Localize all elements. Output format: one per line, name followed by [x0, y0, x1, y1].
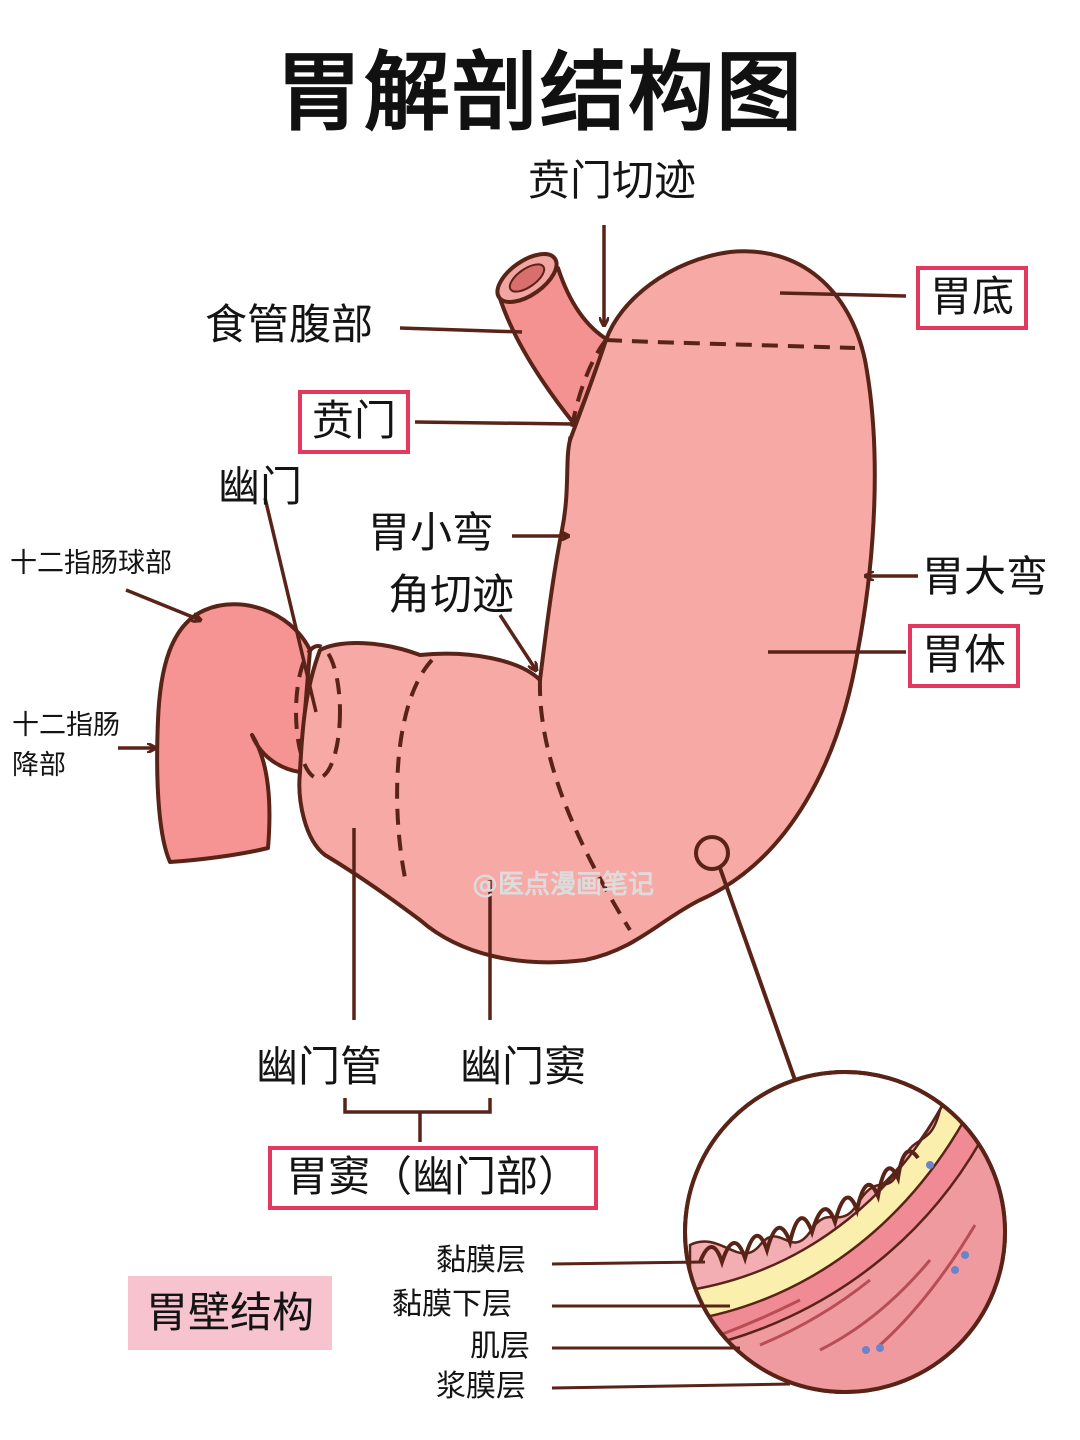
label-greater-curvature: 胃大弯 [922, 552, 1049, 601]
label-mucosa: 黏膜层 [436, 1243, 526, 1278]
wall-leader-lines [551, 1260, 791, 1390]
label-descending-duodenum-2: 降部 [12, 750, 66, 781]
watermark: @医点漫画笔记 [472, 870, 655, 900]
label-cardiac-notch: 贲门切迹 [528, 156, 697, 205]
stomach [297, 249, 877, 965]
label-wall-structure: 胃壁结构 [128, 1276, 333, 1350]
label-body: 胃体 [908, 624, 1021, 688]
duodenum [155, 602, 312, 864]
label-pyloric-part: 胃窦（幽门部） [268, 1146, 599, 1210]
label-pyloric-antrum: 幽门窦 [460, 1042, 587, 1091]
label-descending-duodenum-1: 十二指肠 [12, 710, 120, 741]
label-submucosa: 黏膜下层 [392, 1287, 512, 1322]
label-fundus: 胃底 [916, 266, 1029, 330]
wall-cross-section [683, 1070, 1007, 1394]
label-pylorus: 幽门 [218, 462, 303, 511]
wall-sample-marker [694, 835, 730, 871]
label-cardia: 贲门 [298, 390, 411, 454]
label-angular-notch: 角切迹 [388, 570, 515, 619]
esophagus [495, 252, 610, 427]
label-pyloric-canal: 幽门管 [256, 1042, 383, 1091]
label-muscularis: 肌层 [470, 1329, 530, 1364]
label-lesser-curvature: 胃小弯 [368, 508, 495, 557]
leader-lines [118, 225, 918, 1142]
label-abdominal-esophagus: 食管腹部 [205, 300, 374, 349]
region-boundaries [294, 338, 856, 932]
page-title: 胃解剖结构图 [276, 43, 804, 143]
label-duodenal-bulb: 十二指肠球部 [10, 548, 172, 579]
label-serosa: 浆膜层 [436, 1369, 526, 1404]
